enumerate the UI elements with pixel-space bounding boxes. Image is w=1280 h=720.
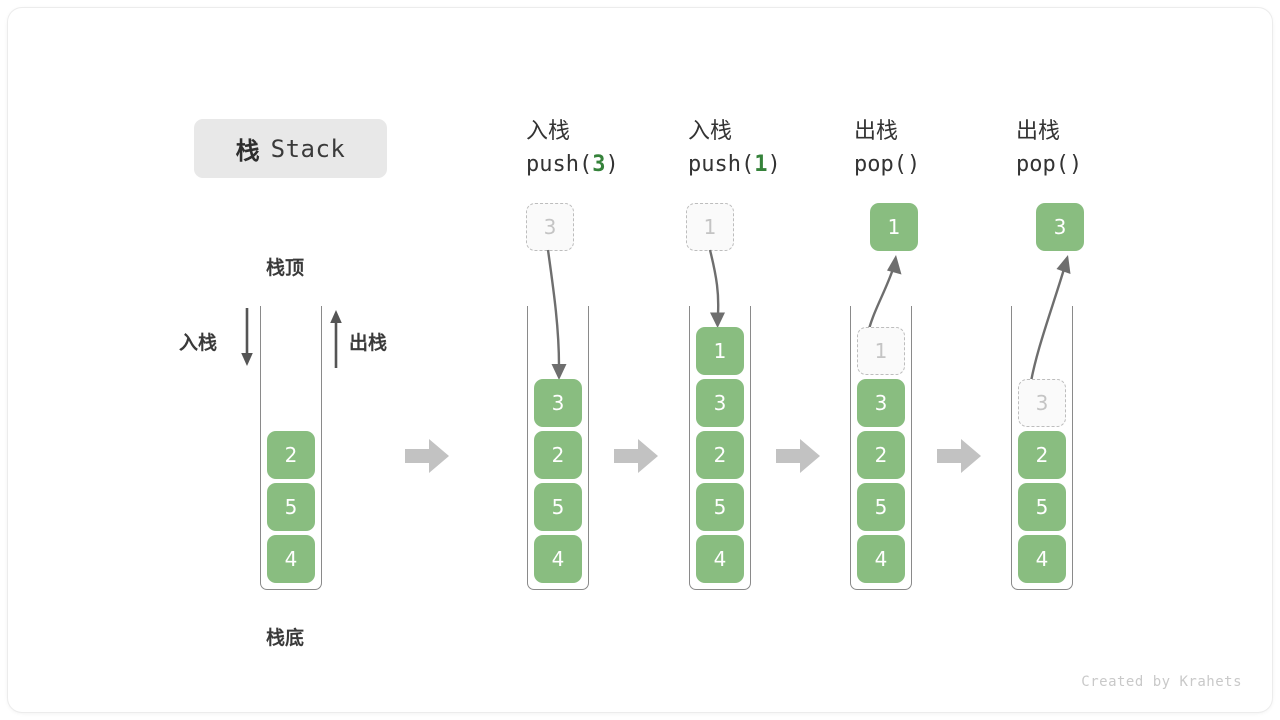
stage-op-cn: 入栈	[526, 119, 571, 144]
stage-label-pop-1: 出栈 pop()	[854, 116, 920, 181]
stage-label-pop-3: 出栈 pop()	[1016, 116, 1082, 181]
stack-frame-4	[1011, 306, 1073, 590]
push-direction-arrow	[241, 308, 253, 366]
floating-element-ghost: 1	[686, 203, 734, 251]
floating-element-popped: 1	[870, 203, 918, 251]
push-motion-arrow	[708, 249, 725, 328]
title-cn: 栈	[235, 137, 261, 165]
stack-cell: 4	[696, 535, 744, 583]
stack-cell: 2	[696, 431, 744, 479]
stack-cell: 1	[696, 327, 744, 375]
title-badge: 栈 Stack	[194, 119, 387, 178]
stack-cell: 1	[857, 327, 905, 375]
diagram-canvas: 栈 Stack 栈顶 栈底 入栈 出栈 2 5 4 入栈 push(3) 3	[8, 8, 1272, 712]
stack-cell: 2	[1018, 431, 1066, 479]
stack-frame-3	[850, 306, 912, 590]
title-en: Stack	[270, 134, 346, 163]
stack-cell: 4	[857, 535, 905, 583]
floating-element-popped: 3	[1036, 203, 1084, 251]
op-fn: push(	[688, 151, 755, 177]
stage-op-cn: 出栈	[1016, 119, 1061, 144]
stack-cell: 2	[534, 431, 582, 479]
stack-cell: 4	[267, 535, 315, 583]
op-close: )	[767, 151, 781, 177]
pop-direction-arrow	[330, 310, 342, 368]
stage-op-cn: 出栈	[854, 119, 899, 144]
pop-direction-label: 出栈	[349, 332, 388, 354]
stack-cell: 5	[534, 483, 582, 531]
stage-separator-arrow	[405, 439, 449, 473]
push-direction-label: 入栈	[179, 332, 218, 354]
op-fn: pop(	[1016, 151, 1069, 177]
stack-frame-0	[260, 306, 322, 590]
stack-top-label: 栈顶	[266, 257, 305, 279]
footer-credit: Created by Krahets	[1081, 674, 1242, 690]
stack-cell: 3	[1018, 379, 1066, 427]
stack-cell: 5	[1018, 483, 1066, 531]
stage-separator-arrow	[614, 439, 658, 473]
stage-separator-arrow	[937, 439, 981, 473]
stage-label-push-1: 入栈 push(1)	[688, 116, 781, 181]
stage-op-code: push(1)	[688, 149, 781, 182]
op-close: )	[605, 151, 619, 177]
stack-cell: 3	[534, 379, 582, 427]
stage-op-code: pop()	[854, 149, 920, 182]
stage-label-push-3: 入栈 push(3)	[526, 116, 619, 181]
stack-frame-2	[689, 306, 751, 590]
op-arg: 1	[754, 151, 768, 177]
stage-op-code: pop()	[1016, 149, 1082, 182]
stage-op-cn: 入栈	[688, 119, 733, 144]
op-close: )	[1068, 151, 1083, 177]
stack-cell: 3	[857, 379, 905, 427]
floating-element-ghost: 3	[526, 203, 574, 251]
op-arg: 3	[592, 151, 606, 177]
stack-cell: 4	[534, 535, 582, 583]
stack-cell: 5	[267, 483, 315, 531]
stack-cell: 3	[696, 379, 744, 427]
stack-cell: 5	[696, 483, 744, 531]
stage-op-code: push(3)	[526, 149, 619, 182]
op-close: )	[906, 151, 921, 177]
stack-bottom-label: 栈底	[266, 627, 305, 649]
stack-cell: 2	[857, 431, 905, 479]
push-motion-arrow	[546, 249, 567, 380]
stack-cell: 2	[267, 431, 315, 479]
op-fn: push(	[526, 151, 593, 177]
stack-cell: 4	[1018, 535, 1066, 583]
stack-cell: 5	[857, 483, 905, 531]
stack-frame-1	[527, 306, 589, 590]
pop-motion-arrow	[1028, 255, 1071, 388]
stage-separator-arrow	[776, 439, 820, 473]
op-fn: pop(	[854, 151, 907, 177]
